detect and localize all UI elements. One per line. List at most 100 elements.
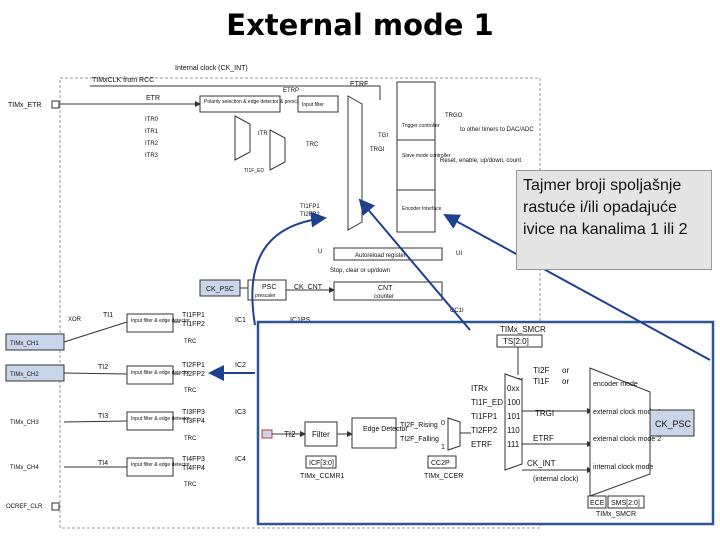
filter-ch2-label: Input filter & edge detector (131, 370, 190, 376)
stop-clear-label: Stop, clear or up/down (330, 268, 390, 274)
u-label: U (318, 249, 322, 255)
itrx-input: ITRx (471, 384, 488, 393)
ck-psc-zoom-label: CK_PSC (655, 419, 692, 429)
ti4fp4-label: TI4FP4 (182, 465, 205, 472)
ece-field (587, 495, 607, 509)
icf-field (305, 455, 337, 469)
ts-field-label: TS[2:0] (503, 337, 529, 346)
etrf-zoom-label: ETRF (533, 434, 554, 443)
ck-psc-main-label: CK_PSC (206, 286, 234, 293)
itr3-label: ITR3 (145, 153, 159, 159)
trc-ch2-label: TRC (184, 388, 197, 394)
polarity-block (199, 95, 281, 113)
polarity-label: Polarity selection & edge detector & pre… (204, 99, 305, 105)
timx-ch2-pin: TIMx_CH2 (10, 372, 39, 378)
ti1fp1-top-label: TI1FP1 (300, 204, 320, 210)
autoreload-label: Autoreload register (355, 253, 406, 259)
timx-ch3-pin: TIMx_CH3 (10, 420, 39, 426)
cc2p-field (427, 455, 457, 469)
to-other-timers-label: to other timers to DAC/ADC (460, 127, 534, 133)
ck-cnt-label: CK_CNT (294, 284, 323, 291)
internal-clock-label: Internal clock (CK_INT) (175, 65, 248, 72)
filter-block (304, 421, 338, 447)
cc2p-label: CC2P (431, 460, 450, 467)
trgi-label: TRGI (370, 147, 385, 153)
slave-controller-label: Slave mode controller (402, 153, 451, 159)
ti1fp2-label: TI1FP2 (182, 321, 205, 328)
smcr-b-label: TIMx_SMCR (596, 511, 636, 518)
arrow-ck-psc (251, 211, 327, 326)
cc1i-label: CC1I (450, 308, 464, 314)
ti1f-or-text: or (562, 377, 569, 386)
filter-label: Filter (312, 430, 330, 439)
ts-field (496, 334, 543, 348)
ck-int-label: CK_INT (527, 459, 556, 468)
trc-ch3-label: TRC (184, 436, 197, 442)
timxclk-label: TIMxCLK from RCC (92, 77, 154, 84)
ti2fp1-label: TI2FP1 (182, 362, 205, 369)
mux-code-4: 111 (507, 440, 520, 449)
internal-clock-mode-label: internal clock mode (593, 464, 653, 471)
counter-label: counter (374, 294, 394, 300)
smcr-ts-reg-label: TIMx_SMCR (500, 325, 546, 334)
timx-etr-pin: TIMx_ETR (8, 102, 41, 109)
ti2f-or-label: TI2F (533, 366, 550, 375)
ic1-label: IC1 (235, 317, 246, 324)
edge-detector-block (351, 417, 397, 449)
internal-clock-zoom: (internal clock) (533, 476, 579, 483)
trc-ch1-label: TRC (184, 339, 197, 345)
prescaler-label: prescaler (255, 293, 276, 299)
itr2-label: ITR2 (145, 141, 159, 147)
icf-label: ICF[3:0] (309, 460, 334, 467)
ti2fp2-top-label: TI2FP2 (300, 212, 320, 218)
pol-1: 1 (441, 444, 445, 451)
mux-code-3: 110 (507, 426, 520, 435)
ti2fp2-input: TI2FP2 (471, 426, 498, 435)
controller-block (396, 81, 436, 233)
ti1-label: TI1 (103, 312, 113, 319)
trc-mux (269, 129, 286, 171)
timx-ch4-pin: TIMx_CH4 (10, 465, 39, 471)
trigger-mux (347, 95, 363, 231)
ti3fp4-label: TI3FP4 (182, 418, 205, 425)
ti4-label: TI4 (98, 460, 108, 467)
encoder-mode-label: encoder mode (593, 381, 638, 388)
itr1-label: ITR1 (145, 129, 159, 135)
slide-title: External mode 1 (226, 8, 494, 42)
ts-mux (504, 373, 523, 471)
timx-ch1-pin: TIMx_CH1 (10, 341, 39, 347)
itr0-label: ITR0 (145, 117, 159, 123)
ti1f-ed-label: TI1F_ED (244, 168, 264, 174)
etrp-label: ETRP (283, 88, 299, 94)
ui-label: UI (456, 251, 462, 257)
ti3-label: TI3 (98, 413, 108, 420)
etr-label: ETR (146, 95, 160, 102)
ext-clock-mode2-label: external clock mode 2 (593, 436, 661, 443)
autoreload-block (333, 247, 443, 261)
filter-ch4-label: Input filter & edge detector (131, 462, 190, 468)
ocref-clr-pin: OCREF_CLR (6, 504, 43, 510)
itr-label: ITR (258, 131, 268, 137)
explanation-note: Tajmer broji spoljašnje rastuće i/ili op… (516, 170, 712, 270)
etrf-label: ETRF (350, 81, 368, 88)
ext-clock-mode1-label: external clock mode 1 (593, 409, 661, 416)
psc-label: PSC (262, 284, 276, 291)
arrow-to-encoder (443, 214, 711, 361)
mux-code-1: 100 (507, 398, 521, 407)
mux-code-2: 101 (507, 412, 521, 421)
ti1f-ed-input: TI1F_ED (471, 398, 503, 407)
etrf-input: ETRF (471, 440, 492, 449)
ti1f-or-label: TI1F (533, 377, 550, 386)
ccer-label: TIMx_CCER (424, 473, 463, 480)
input-filter-block (297, 95, 339, 113)
arrow-to-trigger (358, 198, 471, 331)
ccmr1-label: TIMx_CCMR1 (300, 473, 344, 480)
ti1fp1-input: TI1FP1 (471, 412, 498, 421)
mode-mux (589, 367, 651, 497)
trc-label: TRC (306, 142, 319, 148)
ti2f-or-text: or (562, 366, 569, 375)
xor-label: XOR (68, 317, 82, 323)
sms-field (607, 495, 645, 509)
reset-enable-label: Reset, enable, up/down, count (440, 158, 521, 164)
